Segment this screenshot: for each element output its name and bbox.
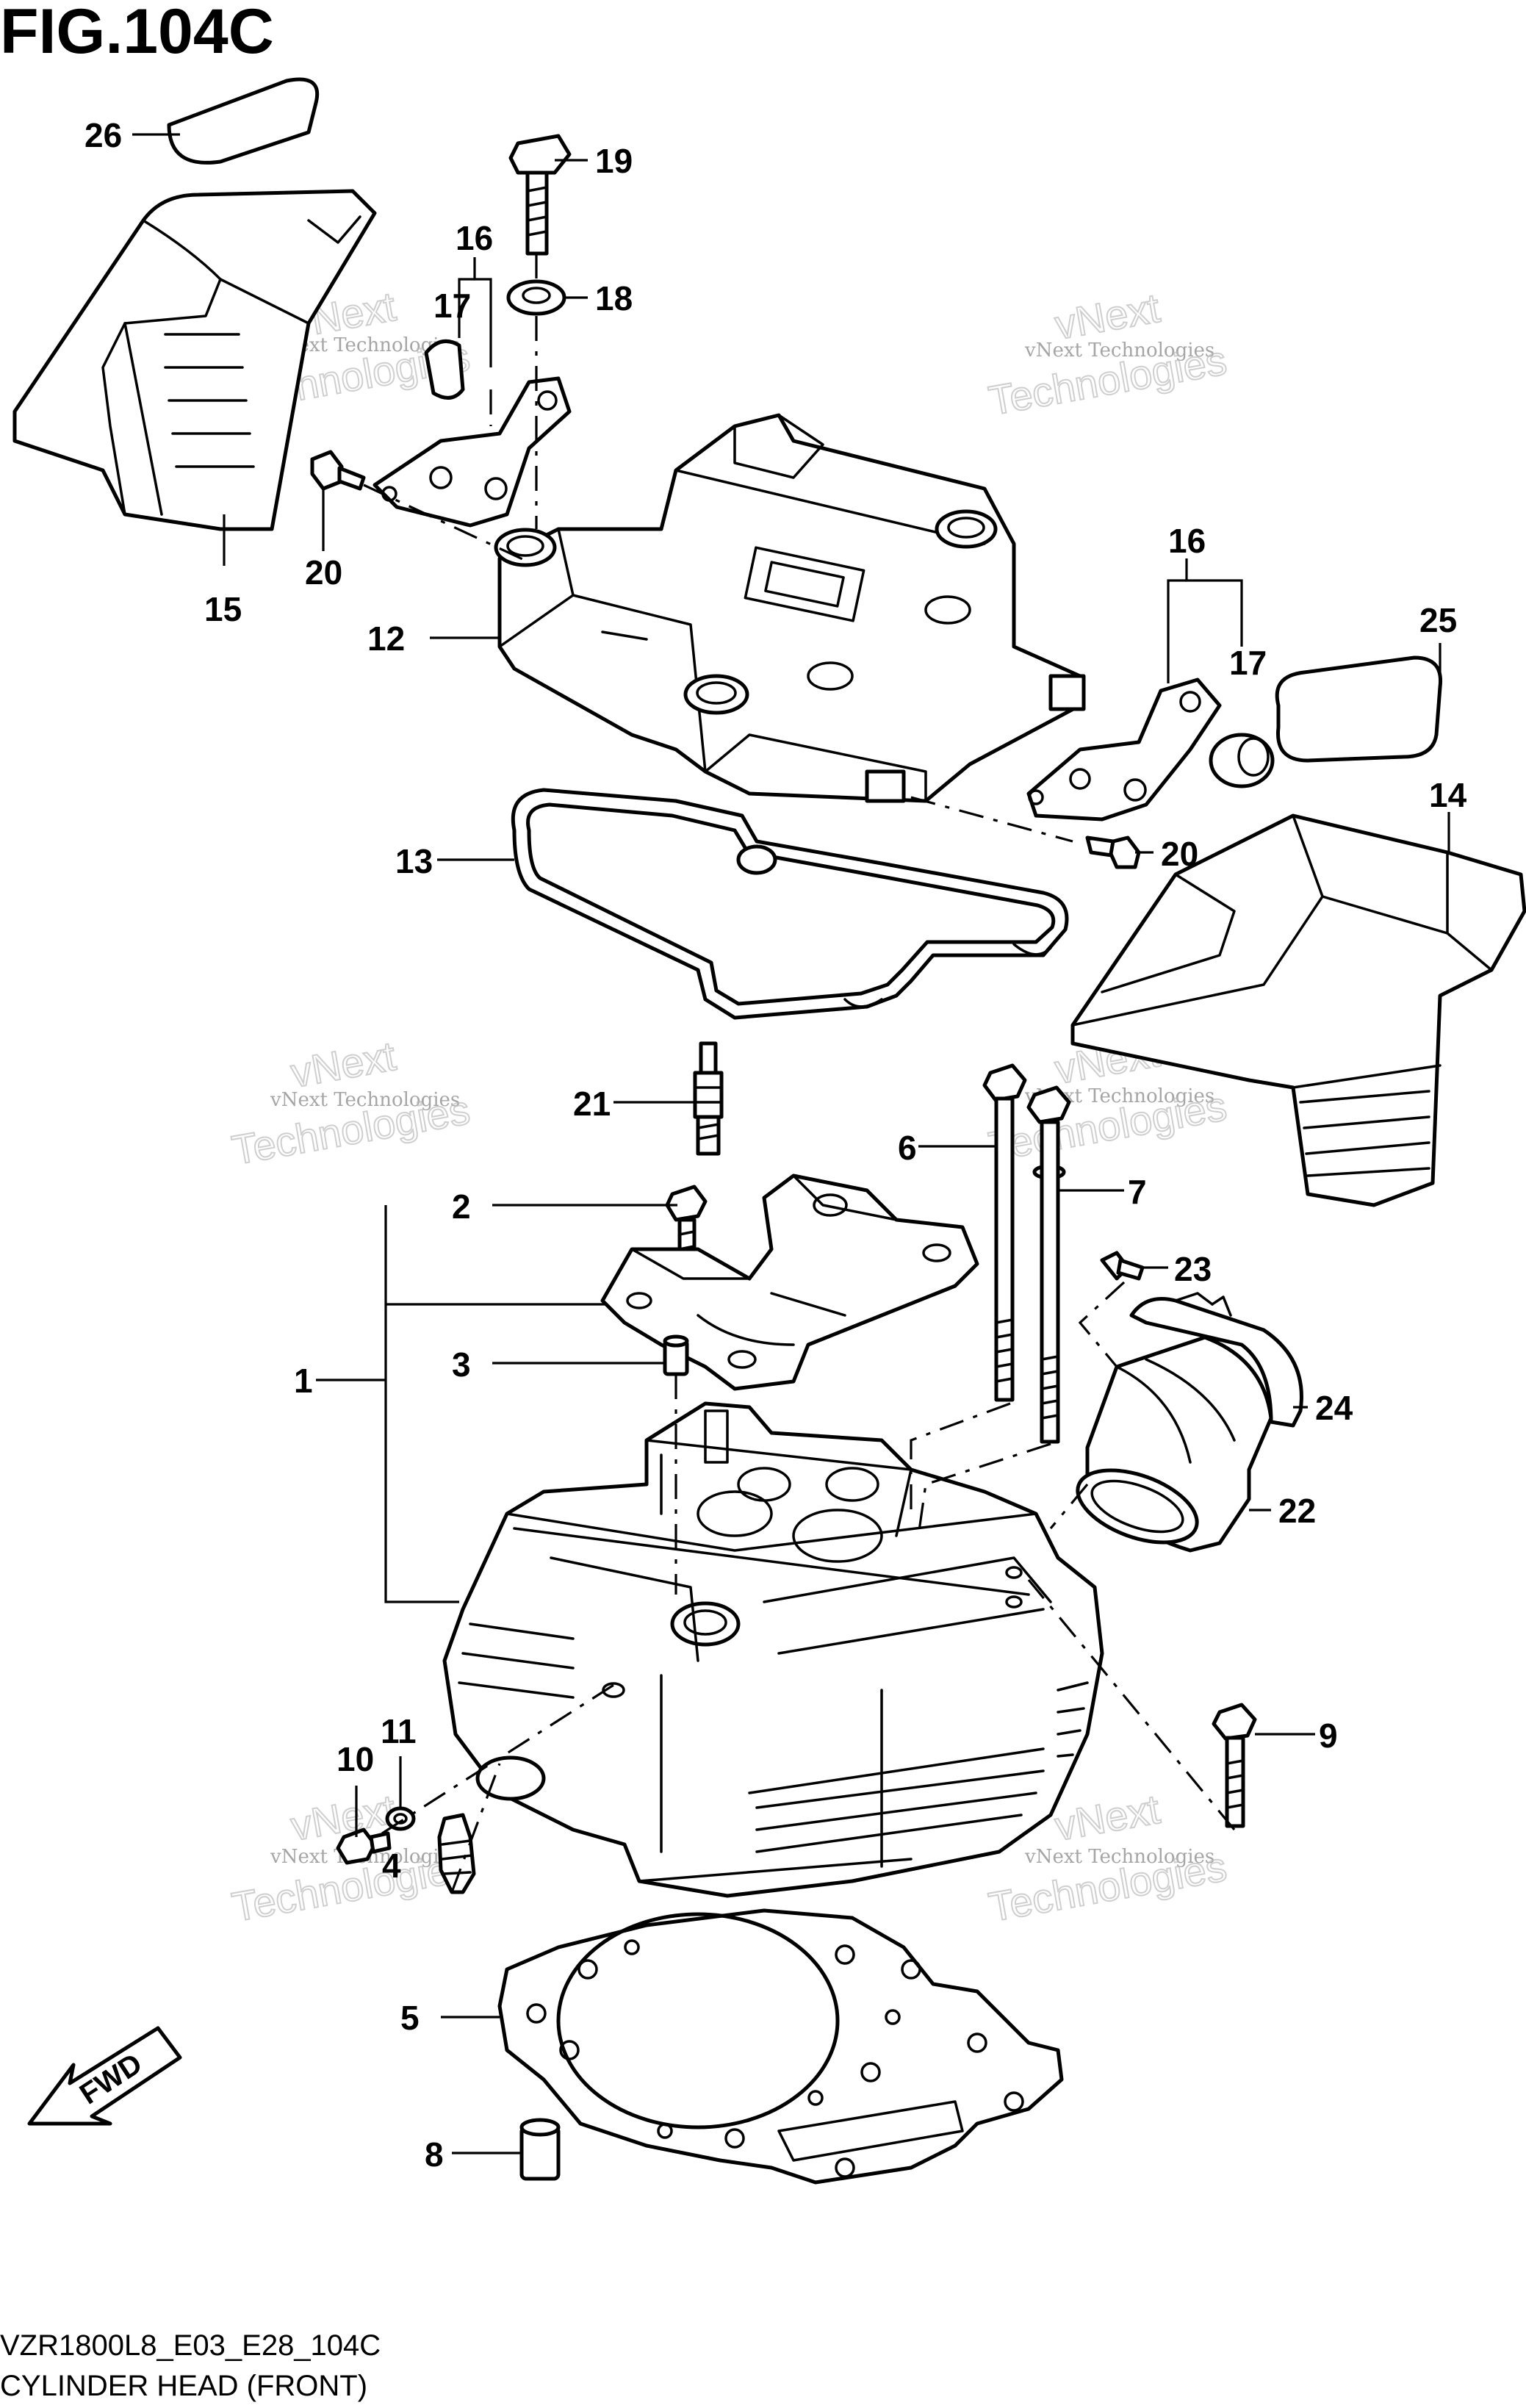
watermark-mid-left: vNext Technologies vNext Technologies	[228, 1032, 474, 1174]
watermark-outline: vNext	[1051, 1786, 1163, 1850]
callout-13: 13	[395, 842, 433, 880]
part-6-bolt	[982, 1063, 1027, 1402]
part-13-head-cover-gasket	[511, 788, 1069, 1020]
part-20-bolt-right	[1085, 835, 1141, 869]
part-21-spark-plug	[693, 1041, 724, 1156]
figure-title: FIG.104C	[0, 0, 274, 67]
part-5-cylinder-head-gasket	[497, 1908, 1064, 2185]
callout-16b: 16	[1168, 522, 1206, 560]
callout-24: 24	[1315, 1389, 1353, 1427]
callout-14: 14	[1429, 776, 1467, 814]
callout-11: 11	[381, 1712, 417, 1750]
part-1-cylinder-head	[442, 1401, 1104, 1898]
part-11-washer	[385, 1806, 416, 1831]
leader-lines	[132, 133, 1450, 2154]
part-16-bracket-left	[372, 376, 572, 528]
part-9-bolt	[1212, 1703, 1257, 1828]
callout-6: 6	[898, 1129, 917, 1167]
watermark-text: vNext Technologies	[1024, 339, 1214, 362]
part-4-fitting	[437, 1813, 476, 1894]
part-8-dowel-pin	[519, 2118, 561, 2181]
callout-23: 23	[1174, 1250, 1212, 1288]
part-22-intake-pipe	[1076, 1335, 1273, 1553]
callout-19: 19	[595, 142, 633, 180]
callout-21: 21	[573, 1085, 611, 1123]
callout-10: 10	[336, 1740, 374, 1778]
callout-17b: 17	[1229, 644, 1267, 682]
part-26-pad	[167, 77, 319, 165]
callout-8: 8	[425, 2135, 444, 2174]
part-23-screw	[1100, 1251, 1145, 1281]
part-25-pad	[1275, 655, 1443, 763]
forward-arrow-icon: FWD	[27, 2026, 182, 2126]
watermark-text: vNext Technologies	[1024, 1846, 1214, 1868]
callout-18: 18	[595, 279, 633, 317]
callout-3: 3	[452, 1345, 471, 1384]
callout-2: 2	[452, 1187, 471, 1226]
callouts: 1 2 3 4 5 6 7 8 9 10 11 12 13 14 15 16 1…	[84, 116, 1467, 2174]
figure-caption: CYLINDER HEAD (FRONT)	[0, 2370, 367, 2402]
callout-15: 15	[204, 590, 242, 628]
part-12-cylinder-head-cover	[494, 413, 1086, 803]
part-15-cylinder-cover-left	[12, 189, 377, 531]
callout-12: 12	[367, 619, 405, 658]
callout-9: 9	[1319, 1717, 1338, 1755]
callout-26: 26	[84, 116, 122, 154]
callout-5: 5	[400, 1999, 420, 2037]
assembly-lines	[363, 254, 1236, 1893]
callout-20a: 20	[305, 553, 342, 592]
callout-25: 25	[1419, 601, 1457, 639]
part-24-clamp	[1129, 1292, 1303, 1428]
part-16-bracket-right	[1026, 678, 1222, 822]
callout-7: 7	[1128, 1173, 1147, 1211]
part-14-cylinder-cover-right	[1070, 813, 1526, 1207]
part-18-grommet	[506, 279, 566, 316]
watermark-outline: vNext	[1051, 284, 1163, 348]
part-17-damper-right	[1209, 733, 1275, 788]
part-17-damper-left	[424, 339, 465, 400]
callout-20b: 20	[1161, 835, 1198, 873]
part-19-bolt	[508, 134, 572, 256]
part-20-bolt-left	[310, 450, 366, 491]
watermark-outline: vNext	[287, 1032, 399, 1096]
part-3-dowel-pin	[663, 1334, 689, 1376]
part-10-screw	[336, 1827, 392, 1865]
callout-16a: 16	[456, 219, 493, 257]
watermark-top-right: vNext Technologies vNext Technologies	[985, 284, 1231, 425]
callout-1: 1	[294, 1362, 313, 1400]
part-7-bolt	[1026, 1085, 1071, 1444]
part-1-cam-holder	[600, 1174, 979, 1391]
watermark-text: vNext Technologies	[270, 1089, 460, 1111]
callout-22: 22	[1278, 1492, 1316, 1530]
callout-4: 4	[382, 1847, 401, 1885]
callout-17a: 17	[433, 287, 471, 325]
model-code: VZR1800L8_E03_E28_104C	[0, 2329, 381, 2362]
